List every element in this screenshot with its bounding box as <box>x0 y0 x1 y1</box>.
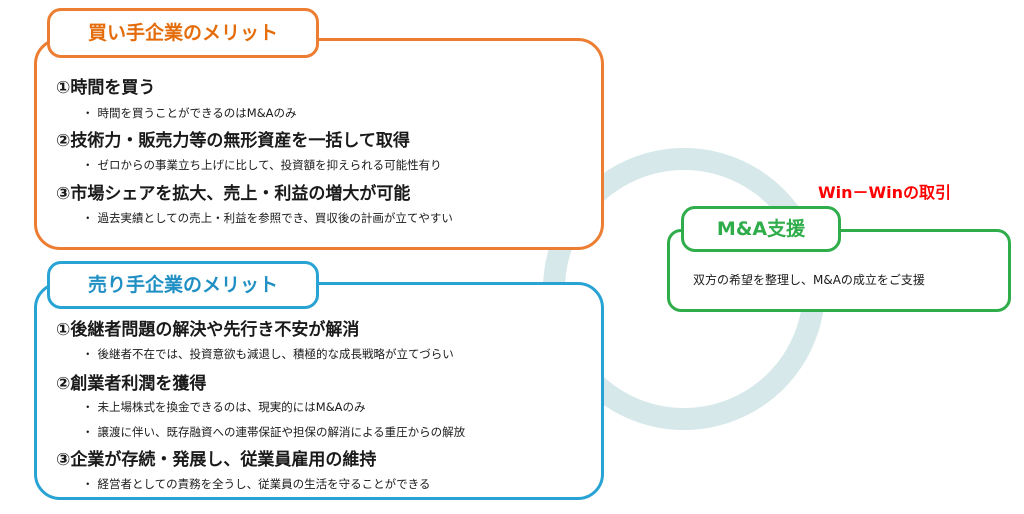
seller-merit-bullet: 経営者としての責務を全うし、従業員の生活を守ることができる <box>82 476 431 492</box>
buyer-merit-heading: ③市場シェアを拡大、売上・利益の増大が可能 <box>56 184 411 204</box>
buyer-merit-heading: ②技術力・販売力等の無形資産を一括して取得 <box>56 131 410 151</box>
buyer-merit-bullet: ゼロからの事業立ち上げに比して、投資額を抑えられる可能性有り <box>82 157 442 173</box>
seller-merit-heading: ①後継者問題の解決や先行き不安が解消 <box>56 320 360 340</box>
seller-merit-bullet: 未上場株式を換金できるのは、現実的にはM&Aのみ <box>82 399 366 415</box>
seller-merit-bullet: 後継者不在では、投資意欲も減退し、積極的な成長戦略が立てづらい <box>82 346 454 362</box>
seller-merit-heading: ③企業が存続・発展し、従業員雇用の維持 <box>56 450 377 470</box>
seller-merit-heading: ②創業者利潤を獲得 <box>56 374 207 394</box>
winwin-label: Win－Winの取引 <box>818 183 952 202</box>
buyer-merits-title: 買い手企業のメリット <box>47 8 319 58</box>
buyer-merit-bullet: 時間を買うことができるのはM&Aのみ <box>82 105 297 121</box>
ma-support-description: 双方の希望を整理し、M&Aの成立をご支援 <box>693 273 925 287</box>
seller-merits-title: 売り手企業のメリット <box>47 261 319 309</box>
buyer-merit-bullet: 過去実績としての売上・利益を参照でき、買収後の計画が立てやすい <box>82 210 453 226</box>
seller-merit-bullet: 譲渡に伴い、既存融資への連帯保証や担保の解消による重圧からの解放 <box>82 424 466 440</box>
seller-merits-box <box>34 282 604 500</box>
ma-support-title: M&A支援 <box>681 206 841 252</box>
buyer-merit-heading: ①時間を買う <box>56 78 156 98</box>
